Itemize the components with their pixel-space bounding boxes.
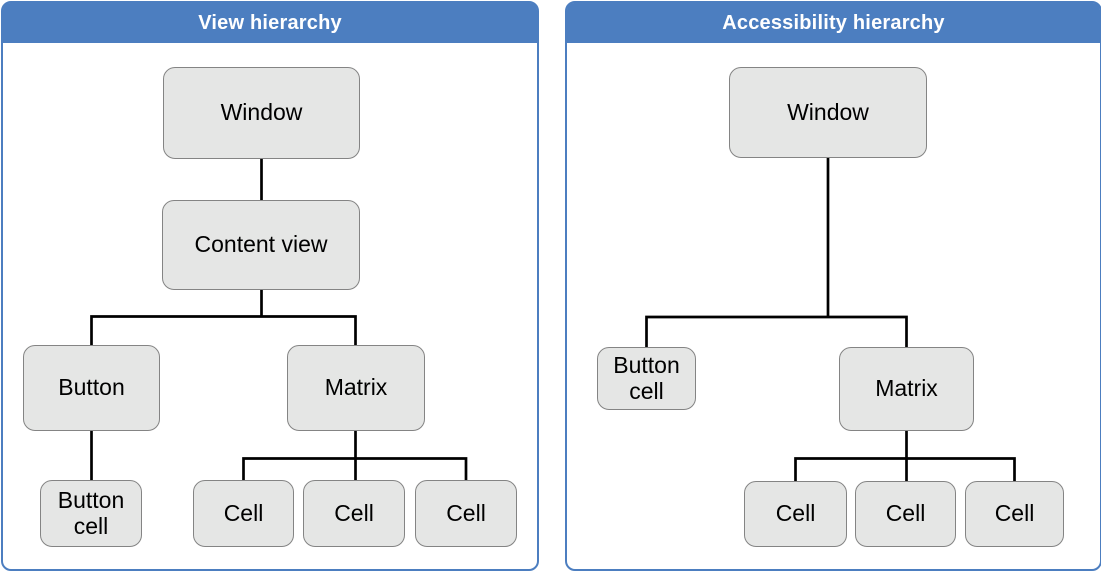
- node-label: Cell: [223, 499, 264, 526]
- node-label: Content view: [194, 231, 328, 258]
- accessibility-hierarchy-cell-node: Cell: [855, 481, 956, 547]
- accessibility-hierarchy-window-node: Window: [729, 67, 927, 158]
- node-label: Button cell: [613, 351, 680, 404]
- node-label: Cell: [775, 500, 816, 527]
- view-hierarchy-window-node: Window: [163, 67, 360, 159]
- node-label: Button: [58, 374, 125, 401]
- node-label: Window: [787, 98, 869, 125]
- panel-accessibility-hierarchy-header: Accessibility hierarchy: [567, 3, 1100, 43]
- view-hierarchy-cell-node: Cell: [193, 480, 294, 547]
- view-hierarchy-cell-node: Cell: [415, 480, 517, 547]
- accessibility-hierarchy-cell-node: Cell: [744, 481, 847, 547]
- accessibility-hierarchy-matrix-node: Matrix: [839, 347, 974, 431]
- view-hierarchy-matrix-node: Matrix: [287, 345, 425, 431]
- node-label: Window: [220, 99, 303, 126]
- view-hierarchy-cell-node: Cell: [303, 480, 405, 547]
- node-label: Cell: [446, 499, 486, 526]
- panel-view-hierarchy-header: View hierarchy: [3, 3, 537, 43]
- view-hierarchy-content-view-node: Content view: [162, 200, 360, 290]
- node-label: Cell: [885, 500, 926, 527]
- node-label: Cell: [994, 500, 1035, 527]
- panel-accessibility-hierarchy-title: Accessibility hierarchy: [722, 11, 945, 34]
- view-hierarchy-button-cell-node: Button cell: [40, 480, 142, 547]
- accessibility-hierarchy-button-cell-node: Button cell: [597, 347, 696, 410]
- accessibility-hierarchy-cell-node: Cell: [965, 481, 1064, 547]
- panel-view-hierarchy-title: View hierarchy: [198, 11, 342, 34]
- node-label: Button cell: [57, 486, 125, 539]
- view-hierarchy-button-node: Button: [23, 345, 160, 431]
- node-label: Matrix: [875, 375, 938, 402]
- node-label: Matrix: [324, 374, 388, 401]
- node-label: Cell: [334, 499, 374, 526]
